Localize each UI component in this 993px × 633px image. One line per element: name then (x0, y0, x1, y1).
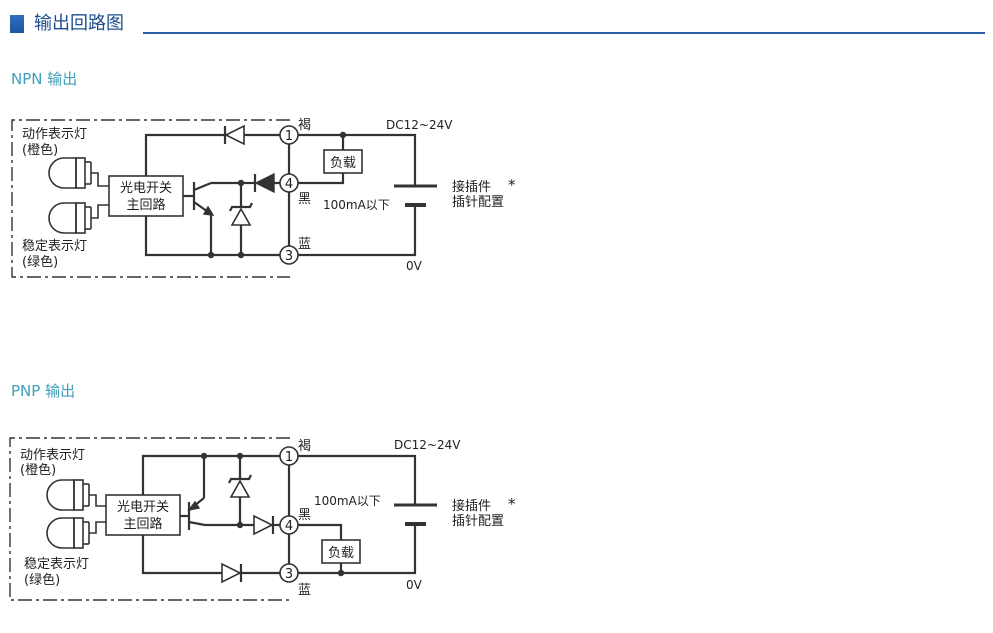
npn-wire-black: 黑 (298, 192, 311, 207)
pnp-lamp-action-label: 动作表示灯 (20, 448, 85, 463)
npn-action-lamp (48, 157, 92, 189)
pnp-output-transistor (180, 456, 255, 530)
npn-zero-volt-label: 0V (406, 259, 423, 273)
svg-text:3: 3 (285, 567, 293, 582)
npn-wire-brown: 褐 (298, 118, 311, 133)
pnp-main-circuit-line2: 主回路 (123, 516, 162, 532)
npn-supply-label: DC12~24V (386, 118, 453, 132)
pnp-wire-blue: 蓝 (298, 583, 311, 598)
pnp-dc-supply (394, 503, 437, 526)
page-title: 输出回路图 (34, 13, 124, 34)
npn-output-diode (253, 172, 275, 194)
pnp-sensor-enclosure (9, 437, 290, 601)
pnp-supply-label: DC12~24V (394, 438, 461, 452)
npn-reverse-protection-diode (223, 124, 245, 146)
svg-text:1: 1 (285, 450, 293, 465)
pnp-wire-brown: 褐 (298, 439, 311, 454)
npn-lamp-stable-label: 稳定表示灯 (22, 238, 87, 254)
pnp-zener-diode (228, 456, 252, 525)
pnp-pin-1: 1 (279, 446, 299, 466)
pnp-pin-3: 3 (279, 563, 299, 583)
svg-text:3: 3 (285, 249, 293, 264)
npn-zener-diode (229, 183, 253, 255)
pnp-lamp-stable-color: (绿色) (24, 572, 60, 588)
npn-wire-blue: 蓝 (298, 237, 311, 252)
pnp-lamp-stable-label: 稳定表示灯 (24, 556, 89, 572)
npn-title: NPN 输出 (11, 70, 78, 88)
header-rule (143, 32, 985, 34)
svg-text:4: 4 (285, 177, 293, 192)
npn-lamp-action-label: 动作表示灯 (22, 127, 87, 142)
pnp-main-circuit-line1: 光电开关 (117, 500, 169, 515)
section-header: 输出回路图 (10, 12, 985, 38)
npn-dc-supply (394, 184, 437, 207)
svg-text:4: 4 (285, 519, 293, 534)
npn-pin-1: 1 (279, 125, 299, 145)
npn-main-circuit-line1: 光电开关 (120, 181, 172, 196)
npn-load-label: 负载 (330, 156, 356, 171)
npn-pin-4: 4 (279, 173, 299, 193)
pnp-current-label: 100mA以下 (314, 494, 381, 508)
npn-main-circuit-line2: 主回路 (126, 197, 165, 213)
pnp-load-label: 负载 (328, 546, 354, 561)
pnp-main-circuit-box (105, 494, 181, 536)
npn-output-transistor (183, 181, 241, 255)
npn-connector-line1: 接插件 (452, 179, 491, 195)
npn-pin-3: 3 (279, 245, 299, 265)
npn-current-label: 100mA以下 (323, 198, 390, 212)
pnp-action-lamp (46, 479, 90, 511)
pnp-pin-4: 4 (279, 515, 299, 535)
pnp-asterisk: * (508, 495, 516, 513)
pnp-stable-lamp (46, 517, 90, 549)
npn-lamp-stable-color: (绿色) (22, 254, 58, 270)
pnp-lamp-action-color: (橙色) (20, 462, 56, 478)
pnp-wire-black: 黑 (298, 508, 311, 523)
pnp-reverse-protection-diode (221, 562, 243, 584)
pnp-title: PNP 输出 (11, 382, 76, 400)
npn-connector-line2: 插针配置 (452, 195, 504, 210)
npn-asterisk: * (508, 176, 516, 194)
npn-circuit-diagram: 动作表示灯 (橙色) 稳定表示灯 (绿色) 光电开关 主回路 (11, 118, 516, 278)
pnp-connector-line1: 接插件 (452, 498, 491, 514)
pnp-circuit-diagram: 动作表示灯 (橙色) 稳定表示灯 (绿色) 光电开关 主回路 1 (9, 437, 516, 601)
npn-sensor-enclosure (11, 119, 290, 278)
pnp-output-diode (253, 514, 275, 536)
pnp-zero-volt-label: 0V (406, 578, 423, 592)
header-marker (10, 15, 24, 33)
npn-stable-lamp (48, 202, 92, 234)
npn-lamp-action-color: (橙色) (22, 142, 58, 158)
pnp-connector-line2: 插针配置 (452, 514, 504, 529)
svg-text:1: 1 (285, 129, 293, 144)
